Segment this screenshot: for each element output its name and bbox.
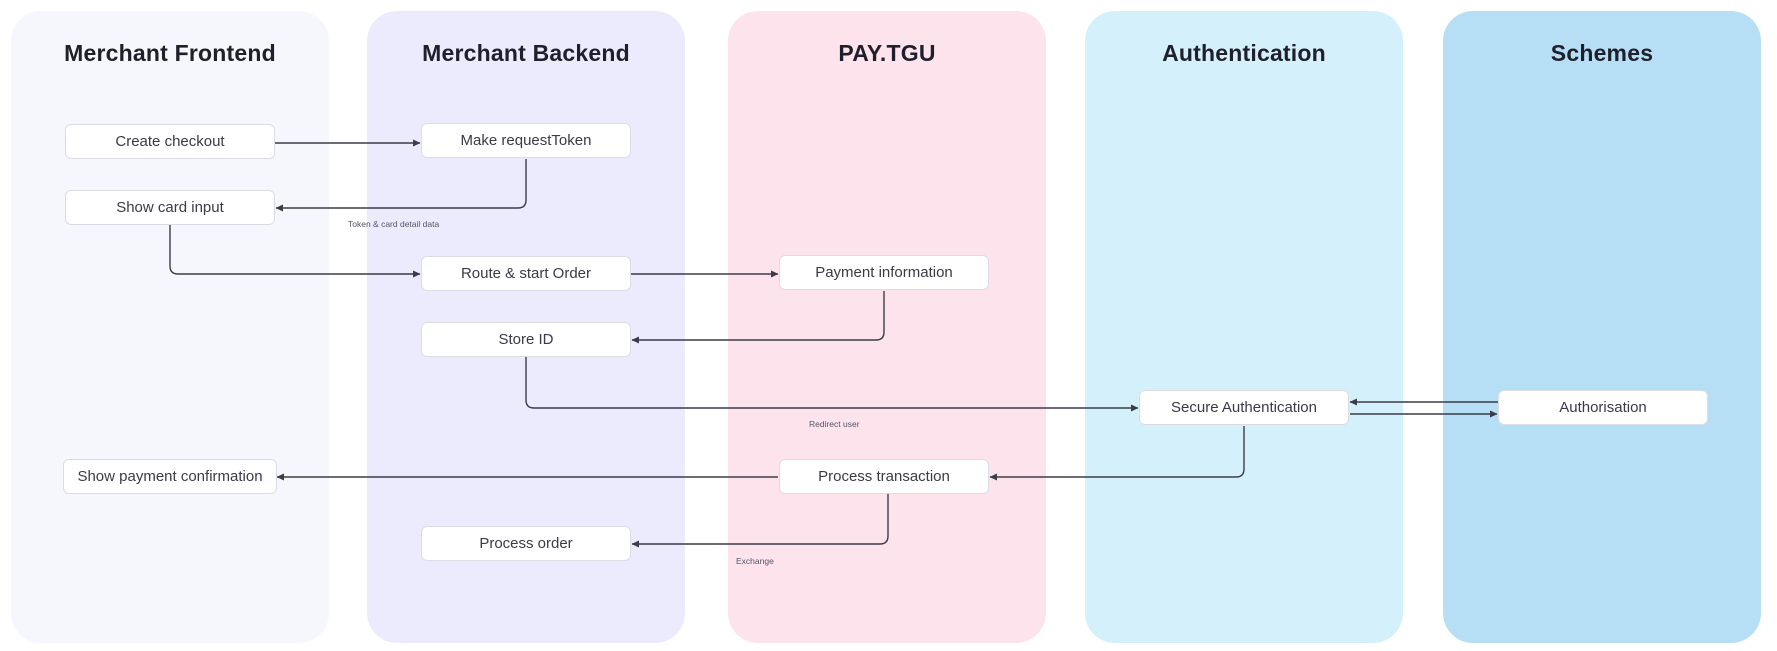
lane-title-merchant-frontend: Merchant Frontend xyxy=(64,40,276,66)
node-process-transaction: Process transaction xyxy=(779,459,989,494)
lane-merchant-frontend: Merchant Frontend xyxy=(11,11,329,643)
node-store-id: Store ID xyxy=(421,322,631,357)
lane-title-schemes: Schemes xyxy=(1550,40,1654,66)
edge-label-exchange: Exchange xyxy=(736,556,774,566)
node-show-payment-confirmation: Show payment confirmation xyxy=(63,459,277,494)
lane-schemes: Schemes xyxy=(1443,11,1761,643)
lane-title-merchant-backend: Merchant Backend xyxy=(422,40,630,66)
node-authorisation: Authorisation xyxy=(1498,390,1708,425)
lane-title-authentication: Authentication xyxy=(1162,40,1326,66)
node-make-request-token: Make requestToken xyxy=(421,123,631,158)
node-secure-authentication: Secure Authentication xyxy=(1139,390,1349,425)
node-process-order: Process order xyxy=(421,526,631,561)
node-show-card-input: Show card input xyxy=(65,190,275,225)
lane-title-pay-tgu: PAY.TGU xyxy=(838,40,936,66)
node-create-checkout: Create checkout xyxy=(65,124,275,159)
edge-label-token-card: Token & card detail data xyxy=(348,219,440,229)
lane-pay-tgu: PAY.TGU xyxy=(728,11,1046,643)
lane-authentication: Authentication xyxy=(1085,11,1403,643)
node-payment-information: Payment information xyxy=(779,255,989,290)
node-route-start-order: Route & start Order xyxy=(421,256,631,291)
edge-label-redirect-user: Redirect user xyxy=(809,419,860,429)
